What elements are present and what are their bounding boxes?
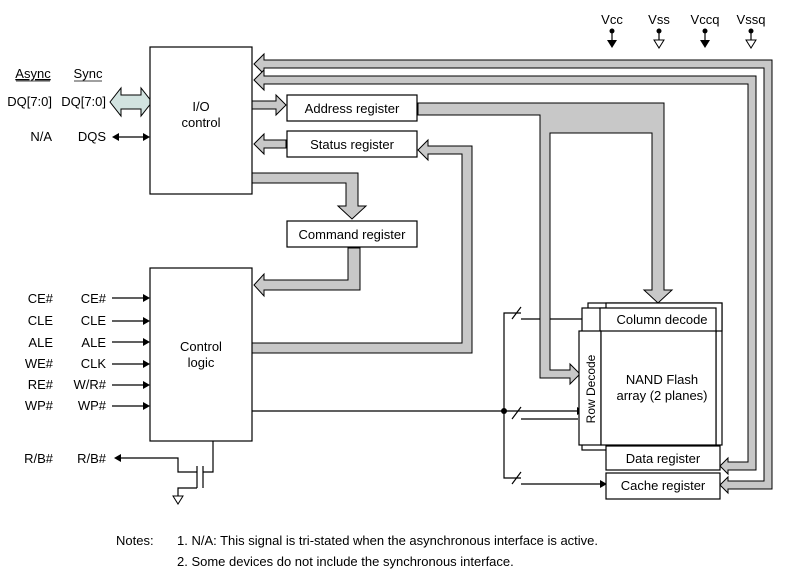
power-pin-vcc: Vcc — [601, 12, 623, 27]
cache-register-block — [605, 472, 721, 500]
data-register-block — [605, 445, 721, 471]
signal-sync-label: ALE — [81, 335, 106, 350]
cache-register-label: Cache register — [621, 478, 706, 493]
async-header: Async — [15, 66, 51, 81]
control-logic-label-line1: Control — [180, 339, 222, 354]
signal-async-label: WP# — [25, 398, 54, 413]
address-register-block — [286, 94, 418, 122]
io-to-command-bus — [251, 172, 368, 220]
control-signal-list: CE# CE# CLE CLE ALE ALE WE# CLK RE# W/R#… — [25, 291, 150, 413]
sync-header: Sync — [74, 66, 103, 81]
dq-bidirectional-arrow-icon — [109, 86, 153, 118]
power-pin-vssq: Vssq — [737, 12, 766, 27]
vccq-filled-arrow-icon — [700, 40, 710, 48]
command-to-control-bus — [253, 247, 361, 298]
signal-rb-async: R/B# — [24, 451, 54, 466]
signal-async-label: CLE — [28, 313, 54, 328]
signal-dq-async: DQ[7:0] — [7, 94, 52, 109]
power-pins: Vcc Vss Vccq Vssq — [601, 12, 766, 49]
io-to-address-bus — [251, 93, 287, 117]
note-1: 1. N/A: This signal is tri-stated when t… — [177, 533, 598, 548]
control-logic-label-line2: logic — [188, 355, 215, 370]
vss-ground-arrow-icon — [653, 39, 665, 49]
signal-sync-label: WP# — [78, 398, 107, 413]
vcc-filled-arrow-icon — [607, 40, 617, 48]
signal-async-label: WE# — [25, 356, 54, 371]
data-register-label: Data register — [626, 451, 701, 466]
signal-async-label: ALE — [28, 335, 53, 350]
control-to-status-bus — [251, 138, 473, 354]
data-return-bus — [253, 52, 773, 495]
address-bus — [417, 102, 674, 386]
signal-async-label: RE# — [28, 377, 54, 392]
command-register-label: Command register — [299, 227, 407, 242]
signal-rb-sync: R/B# — [77, 451, 107, 466]
power-pin-vccq: Vccq — [691, 12, 720, 27]
column-decode-label: Column decode — [616, 312, 707, 327]
status-register-label: Status register — [310, 137, 394, 152]
io-control-block — [149, 46, 253, 195]
signal-sync-label: CLK — [81, 356, 107, 371]
signal-sync-label: CE# — [81, 291, 107, 306]
command-register-block — [286, 220, 418, 248]
row-decode-label: Row Decode — [584, 354, 598, 423]
control-logic-block — [149, 267, 253, 442]
address-register-label: Address register — [305, 101, 400, 116]
io-control-label-line1: I/O — [192, 99, 209, 114]
nand-array-block — [600, 330, 717, 446]
status-to-io-bus — [253, 132, 287, 156]
notes-label: Notes: — [116, 533, 154, 548]
signal-sync-label: CLE — [81, 313, 107, 328]
signal-na-async: N/A — [30, 129, 52, 144]
signal-dq-sync: DQ[7:0] — [61, 94, 106, 109]
data-register-return-bus — [253, 68, 757, 476]
nand-array-label-line2: array (2 planes) — [616, 388, 707, 403]
rb-ground-icon — [172, 495, 184, 505]
status-register-block — [286, 130, 418, 158]
vssq-ground-arrow-icon — [745, 39, 757, 49]
note-2: 2. Some devices do not include the synch… — [177, 554, 514, 569]
signal-async-label: CE# — [28, 291, 54, 306]
io-control-label-line2: control — [181, 115, 220, 130]
nand-array-label-line1: NAND Flash — [626, 372, 698, 387]
signal-dqs-sync: DQS — [78, 129, 107, 144]
power-pin-vss: Vss — [648, 12, 670, 27]
signal-sync-label: W/R# — [74, 377, 107, 392]
